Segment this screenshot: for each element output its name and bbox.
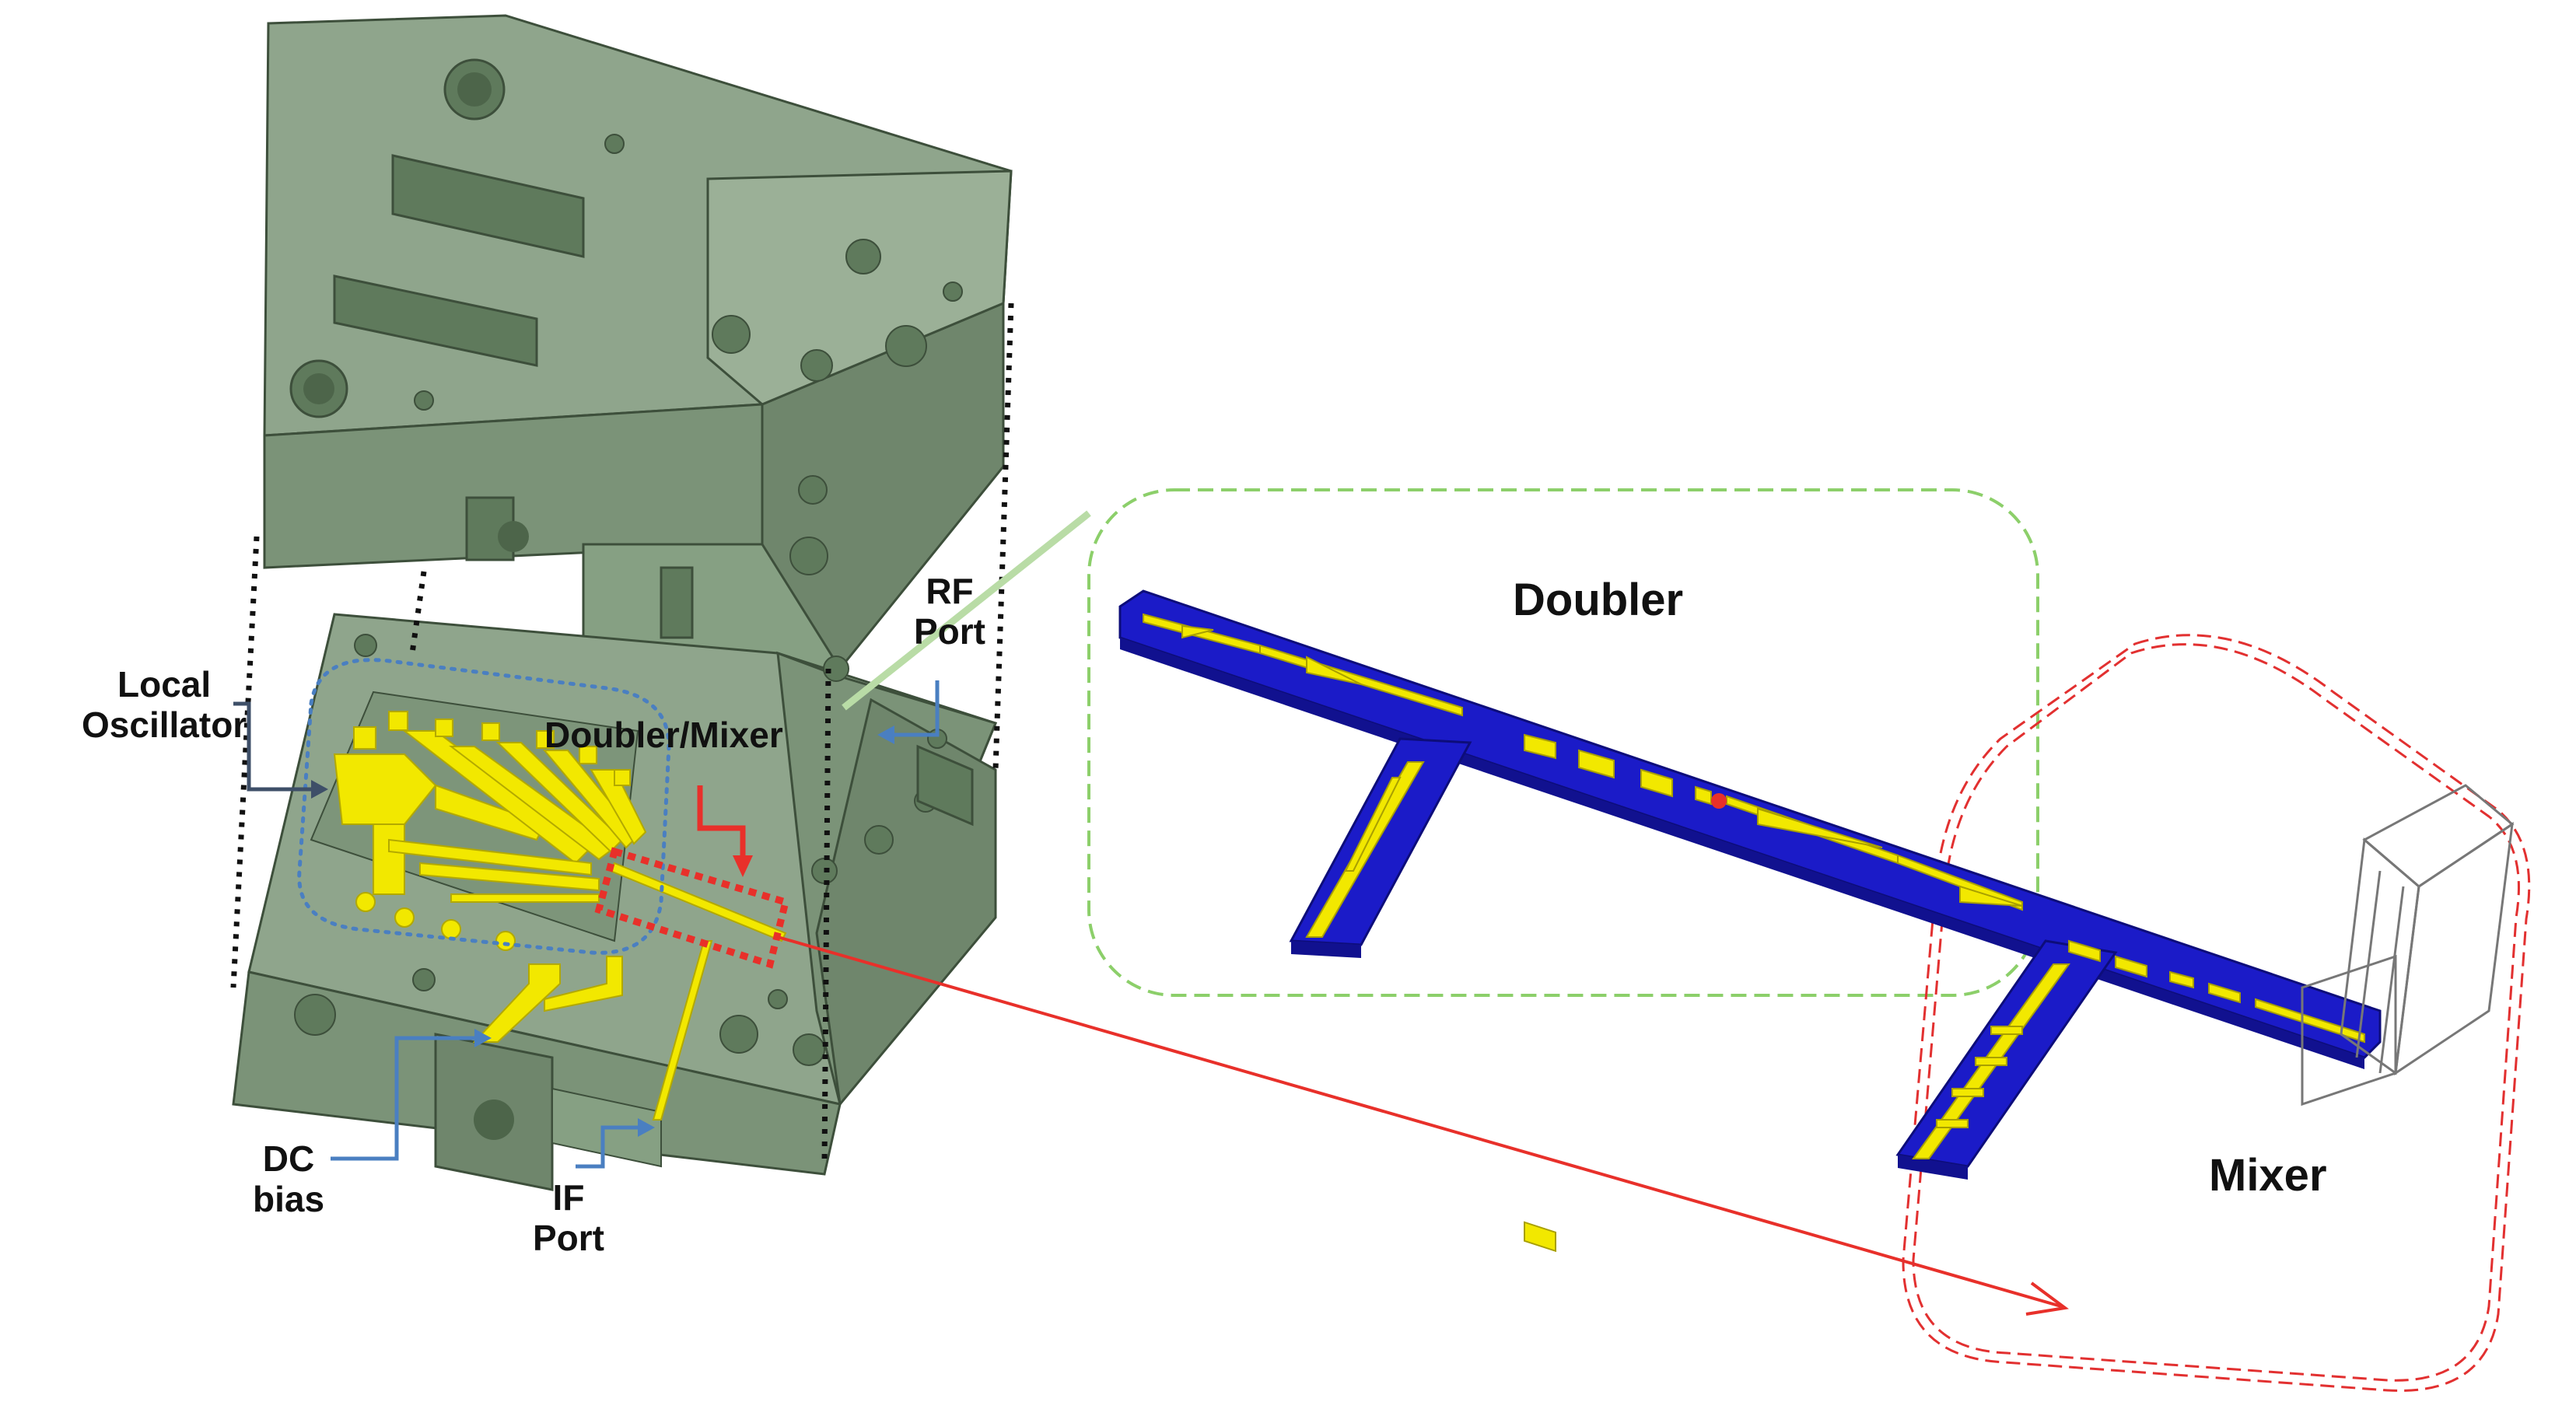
if-port-label-line1: IF	[552, 1177, 585, 1218]
doubler-mixer-arrowhead	[733, 855, 753, 877]
lower-housing-block	[232, 613, 998, 1191]
local-oscillator-pointer	[233, 701, 311, 792]
dc-bias-label-line1: DC	[262, 1138, 315, 1179]
rf-port-label-line1: RF	[926, 571, 974, 611]
upper-housing-block	[263, 14, 1013, 670]
alignment-dotted-lines	[230, 302, 1014, 1167]
local-oscillator-arrowhead	[311, 780, 328, 799]
doubler-mixer-label: Doubler/Mixer	[544, 715, 783, 755]
local-oscillator-dotted-outline	[297, 658, 671, 955]
doubler-label: Doubler	[1513, 575, 1684, 625]
dc-bias-label: DC bias	[253, 1138, 325, 1219]
rf-waveguide-wireframe	[2301, 784, 2515, 1107]
doubler-dashed-outline	[1087, 488, 2039, 997]
rf-port-label-line2: Port	[914, 610, 985, 652]
dc-bias-arrowhead	[474, 1029, 492, 1047]
rf-port-pointer	[894, 680, 940, 737]
mixer-connector-arrowhead	[2025, 1281, 2069, 1316]
doubler-connector-line	[842, 510, 1091, 711]
doubler-mixer-dotted-box	[594, 847, 790, 969]
local-oscillator-label-line2: Oscillator	[82, 704, 247, 745]
if-port-label: IF Port	[533, 1177, 604, 1258]
local-oscillator-label-line1: Local	[117, 664, 212, 705]
mixer-connector-line	[777, 935, 2062, 1308]
if-port-label-line2: Port	[533, 1217, 604, 1258]
local-oscillator-label: Local Oscillator	[82, 664, 247, 745]
if-port-arrowhead	[638, 1118, 655, 1137]
mixer-label: Mixer	[2209, 1150, 2327, 1201]
if-port-pointer	[576, 1125, 638, 1169]
rf-port-arrowhead	[877, 725, 894, 744]
dc-bias-label-line2: bias	[253, 1178, 325, 1219]
doubler-mixer-circuit	[1118, 589, 2382, 1253]
dc-bias-pointer	[331, 1036, 474, 1161]
doubler-mixer-pointer	[697, 785, 746, 855]
rf-port-label: RF Port	[914, 571, 985, 652]
lo-circuit-traces	[333, 711, 787, 1121]
